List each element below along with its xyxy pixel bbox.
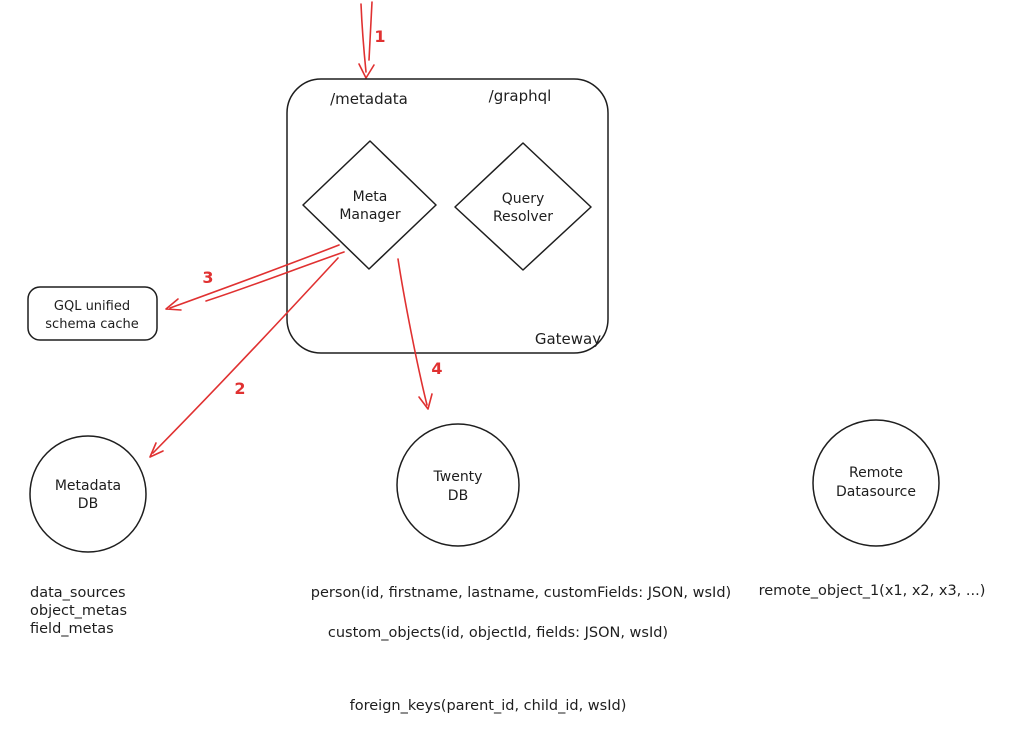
metadata-db-circle [29, 435, 147, 553]
arrow-head-icon [358, 63, 375, 79]
gateway-label: Gateway [535, 330, 601, 348]
foreign-keys-table-definition: foreign_keys(parent_id, child_id, wsId) [350, 698, 627, 714]
arrow-stroke [205, 251, 345, 302]
metadata-db-table-1: data_sources [30, 585, 126, 601]
arrow-stroke [360, 3, 367, 73]
gateway-border [286, 78, 609, 354]
arrow-stroke [169, 244, 340, 309]
twenty-db-node: Twenty DB [396, 423, 520, 547]
remote-datasource-circle [812, 419, 940, 547]
meta-manager-node: Meta Manager [302, 140, 437, 270]
metadata-db-table-list: data_sources object_metas field_metas [30, 585, 127, 637]
meta-manager-label-line1: Meta [353, 189, 388, 205]
schema-cache-label-line2: schema cache [45, 317, 138, 332]
schema-cache-label-line1: GQL unified [54, 299, 130, 314]
remote-datasource-node: Remote Datasource [812, 419, 940, 547]
flow-arrow-3: 3 [165, 244, 345, 311]
metadata-db-node: Metadata DB [29, 435, 147, 553]
arrow-head-icon [165, 298, 182, 311]
flow-arrow-1: 1 [358, 1, 386, 79]
step-1-label: 1 [374, 27, 385, 46]
metadata-db-table-3: field_metas [30, 621, 114, 637]
twenty-db-label-line1: Twenty [433, 469, 483, 485]
query-resolver-label-line2: Resolver [493, 209, 553, 225]
arrow-head-icon [418, 393, 433, 410]
route-graphql-label: /graphql [489, 87, 552, 105]
arrow-stroke [368, 1, 373, 61]
remote-datasource-label-line2: Datasource [836, 484, 916, 500]
flow-arrow-2: 2 [149, 257, 339, 458]
step-3-label: 3 [202, 268, 213, 287]
remote-object-table-definition: remote_object_1(x1, x2, x3, ...) [759, 583, 986, 599]
remote-datasource-label-line1: Remote [849, 465, 903, 481]
query-resolver-label-line1: Query [502, 191, 545, 207]
metadata-db-label-line1: Metadata [55, 478, 121, 494]
flow-arrow-4: 4 [397, 258, 443, 410]
twenty-db-label-line2: DB [448, 488, 468, 504]
metadata-db-table-2: object_metas [30, 603, 127, 619]
meta-manager-diamond [302, 140, 437, 270]
twenty-db-circle [396, 423, 520, 547]
step-2-label: 2 [234, 379, 245, 398]
route-metadata-label: /metadata [330, 90, 408, 108]
schema-cache-box [27, 286, 158, 341]
meta-manager-label-line2: Manager [339, 207, 401, 223]
arrow-stroke [152, 257, 339, 454]
arrow-head-icon [149, 442, 164, 458]
gateway-box: /metadata /graphql Gateway Meta Manager … [286, 78, 609, 354]
query-resolver-node: Query Resolver [454, 142, 592, 271]
schema-cache-node: GQL unified schema cache [27, 286, 158, 341]
person-table-definition: person(id, firstname, lastname, customFi… [311, 585, 731, 601]
arrow-stroke [397, 258, 428, 406]
metadata-db-label-line2: DB [78, 496, 98, 512]
query-resolver-diamond [454, 142, 592, 271]
custom-objects-table-definition: custom_objects(id, objectId, fields: JSO… [328, 625, 668, 641]
step-4-label: 4 [431, 359, 442, 378]
